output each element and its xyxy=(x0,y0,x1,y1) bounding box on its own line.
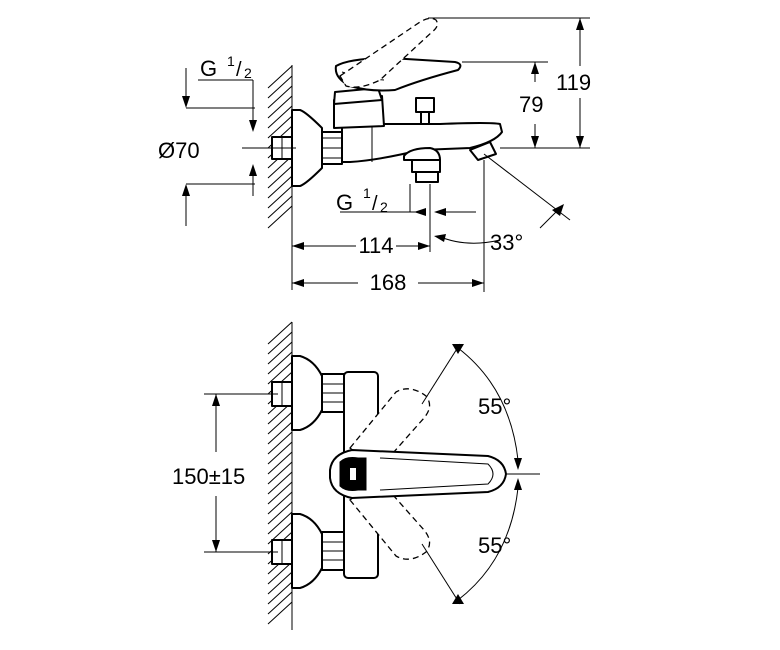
lever-alt-up-front xyxy=(349,388,431,471)
wall-hatch-line xyxy=(267,571,293,595)
wall-front-view xyxy=(267,321,293,630)
wall-hatch-line xyxy=(267,321,293,345)
wall-hatch-line xyxy=(267,75,293,99)
lever-angle-up-label: 55° xyxy=(478,394,511,419)
spout-angle-label: 33° xyxy=(490,230,523,255)
wall-hatch-line xyxy=(267,85,293,109)
wall-hatch-line xyxy=(267,431,293,455)
diverter-knob-side xyxy=(415,97,435,125)
inlet-thread-sub: 2 xyxy=(244,65,252,81)
wall-hatch-line xyxy=(267,501,293,525)
wall-hatch-line xyxy=(267,591,293,615)
wall-hatch-line xyxy=(267,105,293,129)
height-spout-dimension: 79 xyxy=(462,61,548,148)
side-view: Ø70 G 1 / 2 G 1 xyxy=(158,17,591,295)
wall-hatch-line xyxy=(267,341,293,365)
outlet-thread-dimension: G 1 / 2 xyxy=(336,184,476,252)
lever-rotation-dimension: 55° 55° xyxy=(421,343,540,605)
wall-hatch-line xyxy=(267,205,293,229)
lever-angle-down-label: 55° xyxy=(478,533,511,558)
wall-hatch-line xyxy=(267,511,293,535)
wall-hatch-line xyxy=(267,421,293,445)
projection-total-label: 168 xyxy=(370,270,407,295)
wall-hatch-line xyxy=(267,461,293,485)
wall-hatch-line xyxy=(267,451,293,475)
height-total-label: 119 xyxy=(556,70,591,95)
wall-hatch-line xyxy=(267,185,293,209)
inlet-thread-label: G xyxy=(200,56,217,81)
wall-hatch-line xyxy=(267,65,293,89)
projection-outlet-dimension: 114 xyxy=(291,190,430,290)
height-total-dimension: 119 xyxy=(428,17,591,149)
wall-hatch-line xyxy=(267,331,293,355)
upper-inlet-front xyxy=(271,355,345,431)
wall-hatch-line xyxy=(267,491,293,515)
wall-hatch-line xyxy=(267,361,293,385)
spout-angle-dimension: 33° xyxy=(434,153,571,255)
front-view: 150±15 55° 55° xyxy=(172,321,540,630)
lever-alt-down-front xyxy=(349,477,431,560)
outlet-thread-sup: 1 xyxy=(363,185,371,201)
center-distance-dimension: 150±15 xyxy=(172,393,278,553)
wall-hatch-line xyxy=(267,581,293,605)
lever-alt-position-side xyxy=(339,17,438,88)
wall-hatch-line xyxy=(267,441,293,465)
wall-hatch-line xyxy=(267,471,293,495)
inlet-thread-sup: 1 xyxy=(227,53,235,69)
outlet-thread-label: G xyxy=(336,190,353,215)
outlet-connector-side xyxy=(403,147,441,183)
wall-hatch-line xyxy=(267,601,293,625)
projection-outlet-label: 114 xyxy=(358,233,393,258)
wall-hatch-line xyxy=(267,481,293,505)
wall-hatch-line xyxy=(267,411,293,435)
wall-hatch-line xyxy=(267,175,293,199)
wall-hatch-line xyxy=(267,95,293,119)
outlet-thread-sub: 2 xyxy=(380,199,388,215)
lower-inlet-front xyxy=(271,513,345,589)
wall-hatch-line xyxy=(267,561,293,585)
wall-hatch-line xyxy=(267,165,293,189)
rosette-side xyxy=(291,109,343,187)
center-distance-label: 150±15 xyxy=(172,464,245,489)
outlet-thread-slash: / xyxy=(372,193,378,215)
projection-total-dimension: 168 xyxy=(292,160,485,295)
mixer-body-side xyxy=(341,122,503,163)
wall-hatch-line xyxy=(267,115,293,139)
inlet-thread-slash: / xyxy=(236,59,242,81)
diameter-label: Ø70 xyxy=(158,138,200,163)
inlet-thread-dimension: G 1 / 2 xyxy=(198,53,257,196)
diameter-dimension: Ø70 xyxy=(158,68,255,226)
wall-hatch-line xyxy=(267,351,293,375)
spout-aerator-side xyxy=(469,141,497,161)
lever-front xyxy=(329,449,507,499)
height-spout-label: 79 xyxy=(519,92,543,117)
wall-hatch-line xyxy=(267,195,293,219)
